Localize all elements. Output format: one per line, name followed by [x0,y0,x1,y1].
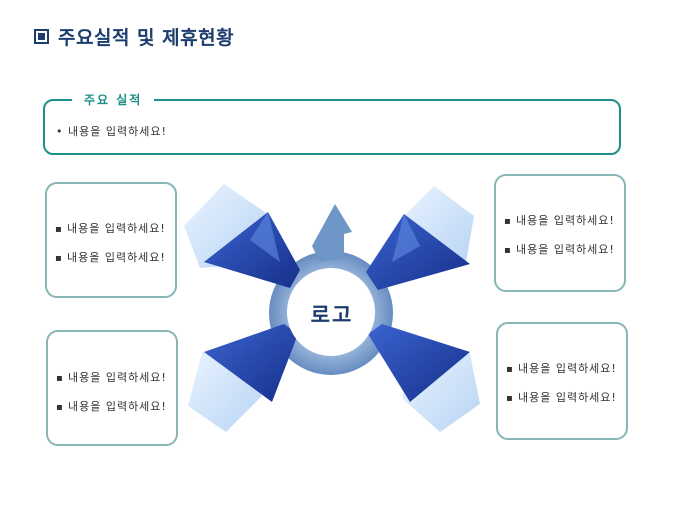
main-achievements-box[interactable] [43,99,621,155]
box-bottom-left[interactable]: 내용을 입력하세요! 내용을 입력하세요! [46,330,178,446]
page-title: 주요실적 및 제휴현황 [58,26,235,49]
logo[interactable]: 로고 [310,303,354,327]
square-bullet-icon [34,28,49,44]
ring-arrow [312,204,352,262]
arrow-bottom-right [368,324,470,402]
arrow-highlight-2 [392,214,420,262]
box-item[interactable]: 내용을 입력하세요! [504,241,615,257]
box-item[interactable]: 내용을 입력하세요! [55,249,166,265]
logo-circle [287,268,375,356]
arrow-top-right [366,214,470,290]
arrow-top-left [204,212,300,288]
box-item[interactable]: 내용을 입력하세요! [56,369,167,385]
main-achievements-item[interactable]: • 내용을 입력하세요! [56,125,167,138]
arrow-highlight-1 [250,212,280,262]
box-bottom-right[interactable]: 내용을 입력하세요! 내용을 입력하세요! [496,322,628,440]
main-achievements-label: 주요 실적 [72,91,155,108]
arrow-bottom-left [204,324,298,402]
box-top-right[interactable]: 내용을 입력하세요! 내용을 입력하세요! [494,174,626,292]
box-top-left[interactable]: 내용을 입력하세요! 내용을 입력하세요! [45,182,177,298]
page-title-row: 주요실적 및 제휴현황 [34,22,234,50]
box-item[interactable]: 내용을 입력하세요! [504,212,615,228]
box-item[interactable]: 내용을 입력하세요! [55,220,166,236]
box-item[interactable]: 내용을 입력하세요! [506,389,617,405]
box-item[interactable]: 내용을 입력하세요! [56,398,167,414]
box-item[interactable]: 내용을 입력하세요! [506,360,617,376]
partnership-diagram [184,184,480,432]
